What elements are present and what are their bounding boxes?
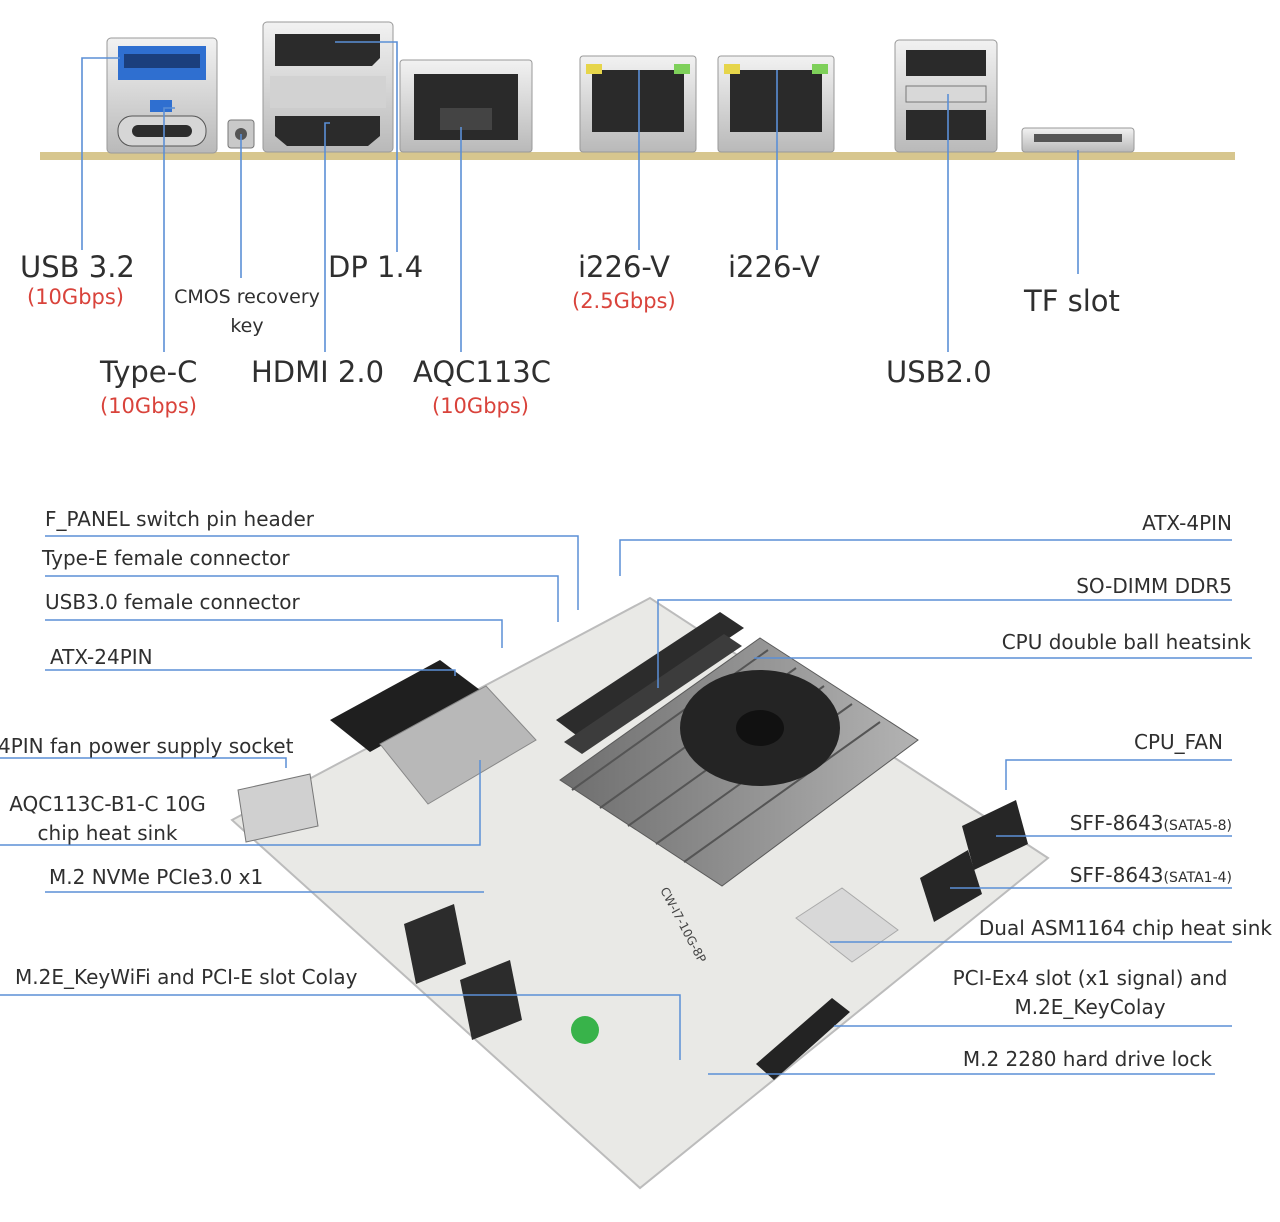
- label-i226-1-speed: (2.5Gbps): [572, 289, 676, 313]
- io-panel: [40, 21, 1235, 352]
- label-4pin-fan: 4PIN fan power supply socket: [0, 734, 294, 758]
- label-m2-lock: M.2 2280 hard drive lock: [962, 1047, 1212, 1071]
- label-aqc-heatsink-line2: chip heat sink: [37, 821, 178, 845]
- sff8643-a-sub: (SATA5-8): [1163, 818, 1232, 834]
- label-tf-slot: TF slot: [1024, 284, 1120, 318]
- label-atx24: ATX-24PIN: [50, 645, 153, 669]
- label-cpu-heatsink: CPU double ball heatsink: [1001, 630, 1251, 654]
- label-aqc-speed: (10Gbps): [432, 394, 529, 418]
- io-leader-lines: [81, 41, 1079, 352]
- label-type-e: Type-E female connector: [42, 546, 290, 570]
- aqc-chip-heatsink: [379, 685, 537, 805]
- pcie-x4-slot: [756, 998, 850, 1080]
- aqc-rj45-port: [399, 59, 533, 153]
- label-sff8643-sata5-8: SFF-8643(SATA5-8): [930, 813, 1232, 833]
- label-asm1164: Dual ASM1164 chip heat sink: [978, 916, 1272, 940]
- label-sff8643-sata1-4: SFF-8643(SATA1-4): [930, 865, 1232, 885]
- label-cmos-line2: key: [230, 315, 264, 337]
- board-green-dot: [571, 1016, 599, 1044]
- motherboard-illustration: CW-I7-10G-8P: [0, 535, 1252, 1190]
- label-pcie-line2: M.2E_KeyColay: [1014, 995, 1166, 1019]
- i226-rj45-port-2: [717, 55, 835, 153]
- usb20-port-stack: [894, 39, 998, 153]
- label-aqc-heatsink-line1: AQC113C-B1-C 10G: [9, 792, 206, 816]
- i226-rj45-port-1: [579, 55, 697, 153]
- label-cmos: CMOS recovery: [174, 286, 320, 308]
- label-usb32: USB 3.2: [20, 250, 135, 284]
- rear-io-ports: [237, 773, 522, 1040]
- label-sodimm: SO-DIMM DDR5: [1076, 574, 1232, 598]
- sff8643-ports: [920, 800, 1028, 922]
- label-cpu-fan: CPU_FAN: [1134, 730, 1223, 754]
- board-leader-lines: [0, 535, 1252, 1075]
- label-usb30: USB3.0 female connector: [45, 590, 300, 614]
- board-edge-strip: [40, 152, 1235, 160]
- sff8643-b-sub: (SATA1-4): [1163, 870, 1232, 886]
- label-nvme: M.2 NVMe PCIe3.0 x1: [49, 865, 264, 889]
- label-hdmi: HDMI 2.0: [251, 355, 385, 389]
- tf-card-slot: [1021, 127, 1135, 153]
- label-dp: DP 1.4: [328, 250, 424, 284]
- sodimm-slot: [556, 612, 744, 754]
- label-usb32-speed: (10Gbps): [27, 285, 124, 309]
- asm1164-heatsink: [795, 887, 899, 963]
- label-atx4: ATX-4PIN: [1142, 511, 1232, 535]
- cpu-fan: [680, 670, 840, 786]
- label-i226-2: i226-V: [728, 250, 821, 284]
- label-fpanel: F_PANEL switch pin header: [45, 507, 315, 531]
- label-i226-1: i226-V: [578, 250, 671, 284]
- atx24-connector: [330, 660, 480, 752]
- label-m2e: M.2E_KeyWiFi and PCI-E slot Colay: [15, 965, 358, 989]
- label-typec: Type-C: [100, 355, 198, 389]
- sff8643-a-name: SFF-8643: [1069, 811, 1164, 835]
- sff8643-b-name: SFF-8643: [1069, 863, 1164, 887]
- label-usb20: USB2.0: [886, 355, 992, 389]
- label-typec-speed: (10Gbps): [100, 394, 197, 418]
- usb32-typec-port-stack: [106, 37, 218, 154]
- label-pcie-line1: PCI-Ex4 slot (x1 signal) and: [952, 966, 1228, 990]
- label-aqc: AQC113C: [413, 355, 552, 389]
